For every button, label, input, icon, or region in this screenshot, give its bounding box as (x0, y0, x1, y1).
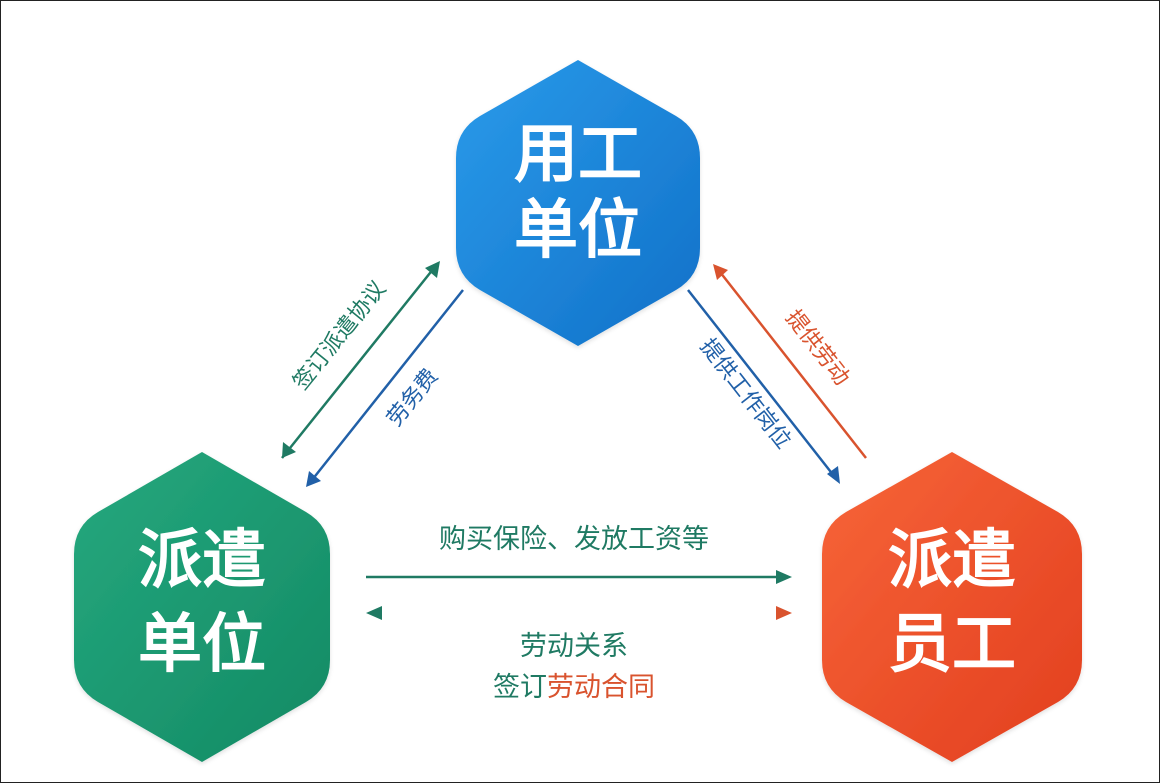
label-agreement: 签订派遣协议 (289, 277, 392, 395)
agency-label-line1: 派遣 (138, 523, 266, 598)
employee-label-line2: 员工 (888, 607, 1016, 682)
label-insurance-salary: 购买保险、发放工资等 (439, 524, 709, 555)
arrow-agency-to-employer (281, 261, 440, 459)
employee-hexagon (822, 452, 1082, 762)
employee-label-line1: 派遣 (888, 523, 1016, 598)
arrow-bidirectional (366, 606, 792, 620)
employer-label-line1: 用工 (514, 117, 642, 192)
label-provide-labor: 提供劳动 (780, 306, 854, 391)
label-sign-contract-part1: 签订 (493, 672, 547, 703)
employer-label-line2: 单位 (514, 193, 642, 268)
employee-node: 派遣 员工 (822, 452, 1082, 762)
agency-node: 派遣 单位 (74, 452, 330, 762)
arrow-employee-to-employer (713, 264, 867, 459)
arrow-employer-to-agency (306, 289, 464, 487)
label-labor-relation: 劳动关系 (520, 631, 628, 662)
arrow-agency-to-employee (366, 570, 792, 584)
arrow-employer-to-employee (687, 289, 840, 484)
employer-node: 用工 单位 (456, 60, 700, 346)
agency-hexagon (74, 452, 330, 762)
label-service-fee: 劳务费 (382, 364, 443, 431)
agency-label-line2: 单位 (138, 607, 266, 682)
label-sign-contract-part2: 劳动合同 (547, 672, 655, 703)
label-provide-post: 提供工作岗位 (695, 334, 796, 453)
label-sign-contract: 签订劳动合同 (493, 672, 655, 703)
employer-hexagon (456, 60, 700, 346)
